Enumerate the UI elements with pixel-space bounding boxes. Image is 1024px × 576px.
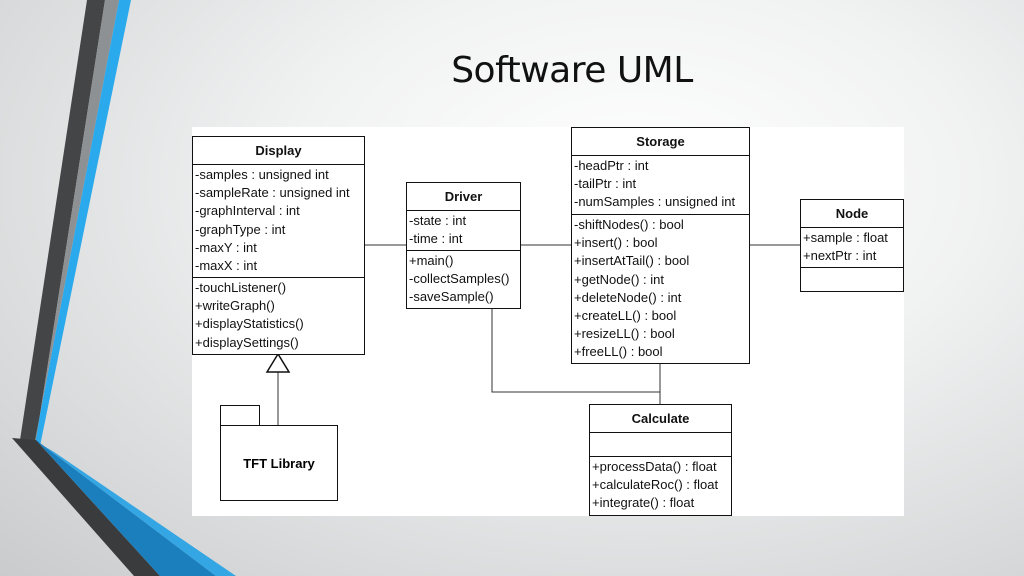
display-class-name: Display	[193, 137, 364, 165]
storage-method-insert: +insert() : bool	[574, 235, 658, 251]
driver-attributes: -state : int -time : int	[407, 211, 520, 251]
node-attr-nextptr: +nextPtr : int	[803, 248, 877, 264]
driver-method-collectsamples: -collectSamples()	[409, 271, 510, 287]
display-attr-samples: -samples : unsigned int	[195, 167, 329, 182]
storage-method-createll: +createLL() : bool	[574, 307, 677, 323]
display-method-displaystatistics: +displayStatistics()	[195, 316, 304, 332]
driver-method-savesample: -saveSample()	[409, 289, 494, 305]
display-methods: -touchListener() +writeGraph() +displayS…	[193, 278, 364, 353]
driver-method-main: +main()	[409, 253, 454, 268]
storage-attributes: -headPtr : int -tailPtr : int -numSample…	[572, 156, 749, 215]
display-attr-maxx: -maxX : int	[195, 257, 258, 273]
calculate-method-calculateroc: +calculateRoc() : float	[592, 477, 719, 493]
storage-class-name: Storage	[572, 128, 749, 156]
storage-attr-tailptr: -tailPtr : int	[574, 176, 637, 192]
display-attr-graphinterval: -graphInterval : int	[195, 203, 300, 219]
display-attr-maxy: -maxY : int	[195, 239, 257, 255]
tft-library-package: TFT Library	[220, 425, 338, 501]
driver-class: Driver -state : int -time : int +main() …	[406, 182, 521, 309]
calculate-method-processdata: +processData() : float	[592, 459, 717, 474]
storage-method-resizell: +resizeLL() : bool	[574, 326, 675, 342]
blue-stripe	[34, 0, 131, 446]
display-method-displaysettings: +displaySettings()	[195, 334, 299, 350]
slide-title: Software UML	[451, 50, 693, 91]
storage-methods: -shiftNodes() : bool +insert() : bool +i…	[572, 215, 749, 363]
driver-attr-state: -state : int	[409, 213, 467, 228]
node-attr-sample: +sample : float	[803, 230, 888, 245]
storage-method-deletenode: +deleteNode() : int	[574, 289, 682, 305]
storage-attr-numsamples: -numSamples : unsigned int	[574, 194, 736, 210]
driver-class-name: Driver	[407, 183, 520, 211]
gray-stripe	[34, 0, 119, 446]
storage-class: Storage -headPtr : int -tailPtr : int -n…	[571, 127, 750, 364]
calculate-class: Calculate +processData() : float +calcul…	[589, 404, 732, 516]
display-method-writegraph: +writeGraph()	[195, 298, 275, 314]
display-attributes: -samples : unsigned int -sampleRate : un…	[193, 165, 364, 278]
calculate-class-name: Calculate	[590, 405, 731, 433]
node-class: Node +sample : float +nextPtr : int	[800, 199, 904, 292]
driver-methods: +main() -collectSamples() -saveSample()	[407, 251, 520, 308]
storage-method-shiftnodes: -shiftNodes() : bool	[574, 217, 684, 232]
tft-library-package-tab	[220, 405, 260, 427]
driver-calculate-connector	[491, 309, 660, 393]
storage-attr-headptr: -headPtr : int	[574, 158, 649, 173]
storage-method-getnode: +getNode() : int	[574, 271, 664, 287]
display-class: Display -samples : unsigned int -sampleR…	[192, 136, 365, 355]
display-attr-samplerate: -sampleRate : unsigned int	[195, 185, 350, 201]
driver-attr-time: -time : int	[409, 231, 463, 247]
uml-diagram: Display -samples : unsigned int -sampleR…	[192, 127, 904, 516]
node-attributes: +sample : float +nextPtr : int	[801, 228, 903, 268]
bottom-light-blue-wedge	[44, 446, 236, 576]
node-class-name: Node	[801, 200, 903, 228]
storage-method-freell: +freeLL() : bool	[574, 344, 663, 360]
display-method-touchlistener: -touchListener()	[195, 280, 287, 295]
dark-stripe	[20, 0, 105, 440]
bottom-blue-wedge	[36, 440, 216, 576]
calculate-methods: +processData() : float +calculateRoc() :…	[590, 457, 731, 514]
display-attr-graphtype: -graphType : int	[195, 221, 286, 237]
storage-method-insertattail: +insertAtTail() : bool	[574, 253, 690, 269]
inheritance-arrow-icon	[265, 352, 291, 373]
connector-lines	[265, 244, 801, 425]
bottom-dark-wedge	[12, 438, 160, 576]
calculate-method-integrate: +integrate() : float	[592, 495, 695, 511]
calculate-attributes	[590, 433, 731, 457]
node-methods	[801, 268, 903, 270]
